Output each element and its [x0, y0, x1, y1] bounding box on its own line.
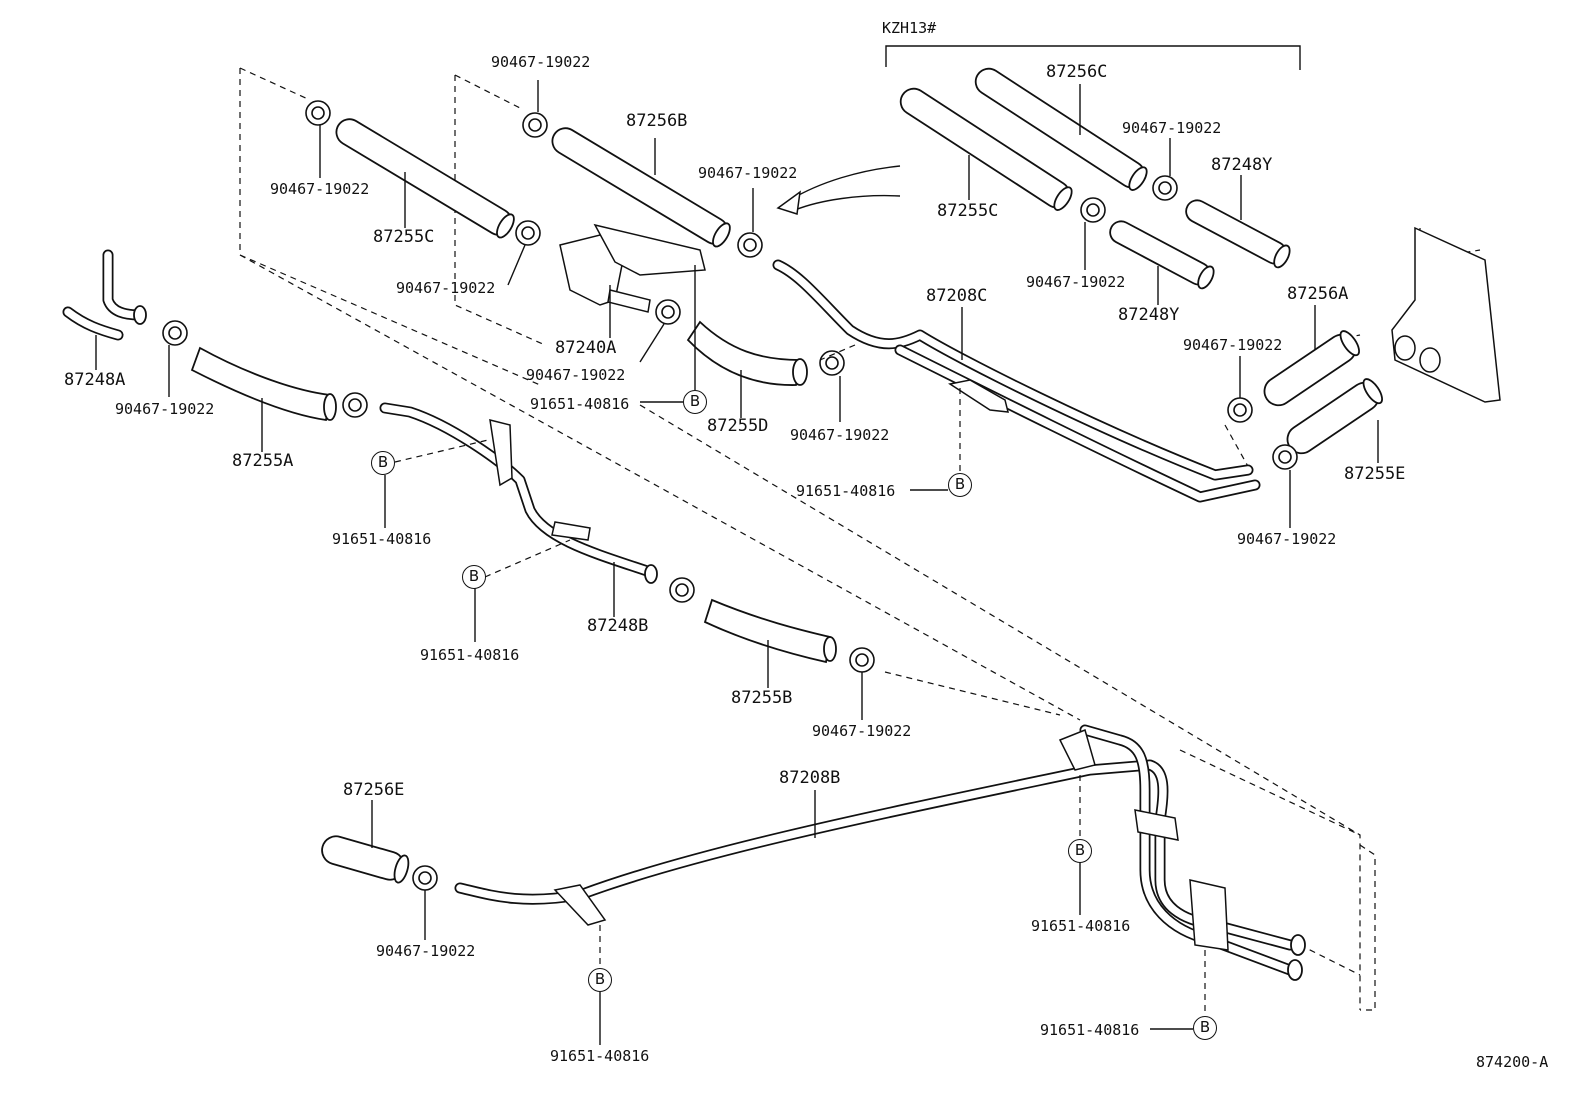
hose-87255c-right	[899, 87, 1073, 211]
hose-87255d-end	[792, 358, 808, 386]
bracket-87208b-mid	[1134, 809, 1179, 841]
callout-b: B	[1193, 1016, 1217, 1040]
label-bolt: 91651-40816	[332, 530, 432, 548]
bracket-87248b-1	[489, 418, 513, 487]
label-clamp: 90467-19022	[1183, 336, 1283, 354]
label-bolt: 91651-40816	[1040, 1021, 1140, 1039]
arrow-line-2	[794, 194, 901, 211]
bracket-87208b-left	[553, 884, 607, 926]
label-87256c: 87256C	[1046, 62, 1108, 82]
label-bolt: 91651-40816	[420, 646, 520, 664]
heater-port-2	[1419, 347, 1441, 373]
hose-87255a	[190, 346, 332, 422]
hose-87256c	[974, 67, 1148, 191]
callout-b: B	[1068, 839, 1092, 863]
label-87255d: 87255D	[707, 416, 769, 436]
arrow-line	[789, 165, 901, 201]
callout-b: B	[462, 565, 486, 589]
label-clamp: 90467-19022	[790, 426, 890, 444]
leader-lines	[95, 80, 1379, 1045]
label-clamp: 90467-19022	[1026, 273, 1126, 291]
bracket-87208b-top	[1058, 728, 1096, 771]
label-clamp: 90467-19022	[115, 400, 215, 418]
label-87255b: 87255B	[731, 688, 793, 708]
callout-dashes	[394, 344, 1206, 1016]
bracket-87208c	[948, 379, 1009, 413]
label-87255a: 87255A	[232, 451, 294, 471]
variant-label: KZH13#	[882, 19, 937, 37]
label-clamp: 90467-19022	[1237, 530, 1337, 548]
label-clamp: 90467-19022	[270, 180, 370, 198]
label-87255c-left: 87255C	[373, 227, 435, 247]
hose-87255d	[686, 320, 802, 386]
label-clamp: 90467-19022	[698, 164, 798, 182]
valve-87240a-port	[607, 289, 651, 313]
hose-87256a	[1263, 330, 1360, 407]
dashed-87208b	[884, 671, 1061, 716]
label-87240a: 87240A	[555, 338, 617, 358]
label-87208c: 87208C	[926, 286, 988, 306]
label-clamp: 90467-19022	[526, 366, 626, 384]
label-87256b: 87256B	[626, 111, 688, 131]
label-bolt: 91651-40816	[796, 482, 896, 500]
dashed-frame-left-top	[239, 67, 311, 101]
figure-reference: 874200-A	[1476, 1053, 1549, 1071]
bracket-87248b-2	[551, 521, 591, 541]
hose-87256b	[551, 127, 731, 248]
dashed-right-frame	[1359, 844, 1376, 1011]
label-bolt: 91651-40816	[530, 395, 630, 413]
hose-87255c-left	[335, 118, 515, 239]
callout-b: B	[948, 473, 972, 497]
arrow-head	[776, 190, 801, 215]
label-87256e: 87256E	[343, 780, 405, 800]
label-bolt: 91651-40816	[1031, 917, 1131, 935]
pipe-87248y-lower	[1109, 220, 1215, 290]
label-clamp: 90467-19022	[491, 53, 591, 71]
clamp-icons	[162, 100, 1298, 891]
label-87255c-right: 87255C	[937, 201, 999, 221]
label-87248a: 87248A	[64, 370, 126, 390]
label-87256a: 87256A	[1287, 284, 1349, 304]
kzh13-bracket	[885, 45, 1301, 70]
heater-port-1	[1394, 335, 1416, 361]
dashed-87255e	[1224, 424, 1251, 471]
label-87248b: 87248B	[587, 616, 649, 636]
callout-b: B	[683, 390, 707, 414]
callout-b: B	[588, 968, 612, 992]
label-87208b: 87208B	[779, 768, 841, 788]
pipe-87248y-upper	[1185, 199, 1291, 269]
hose-87255b	[703, 598, 832, 664]
label-87248y-upper: 87248Y	[1211, 155, 1273, 175]
label-bolt: 91651-40816	[550, 1047, 650, 1065]
label-clamp: 90467-19022	[396, 279, 496, 297]
callout-b: B	[371, 451, 395, 475]
valve-87240a-bracket	[593, 223, 706, 276]
hose-87255a-end	[323, 393, 337, 421]
label-87255e: 87255E	[1344, 464, 1406, 484]
bracket-87208b-right	[1189, 879, 1229, 951]
hose-87255b-end	[823, 636, 837, 662]
label-87248y-lower: 87248Y	[1118, 305, 1180, 325]
heater-unit-bracket	[1391, 226, 1501, 403]
hose-87256e	[321, 835, 410, 884]
dashed-87208b-right	[1179, 749, 1361, 836]
label-clamp: 90467-19022	[1122, 119, 1222, 137]
dashed-frame-mid-top	[454, 74, 521, 109]
label-clamp: 90467-19022	[376, 942, 476, 960]
label-clamp: 90467-19022	[812, 722, 912, 740]
